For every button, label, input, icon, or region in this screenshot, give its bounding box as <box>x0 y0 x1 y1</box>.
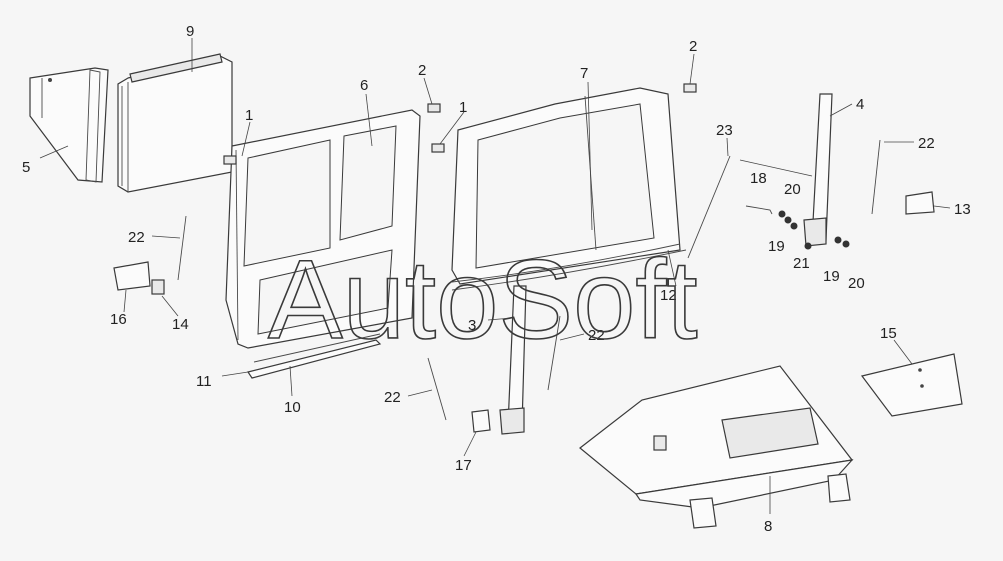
callout-12: 12 <box>660 287 677 304</box>
callout-22: 22 <box>128 229 145 246</box>
part-4-pillar <box>803 93 833 247</box>
callout-8: 8 <box>764 518 772 535</box>
part-6-left-door-frame <box>225 109 421 349</box>
callout-1: 1 <box>459 99 467 116</box>
callout-18: 18 <box>750 170 767 187</box>
fasteners <box>745 205 850 250</box>
leader-lines <box>39 38 951 514</box>
callout-17: 17 <box>455 457 472 474</box>
watermark: AutoSoft <box>268 237 698 362</box>
part-5-side-panel <box>29 67 109 183</box>
callout-13: 13 <box>954 201 971 218</box>
callout-15: 15 <box>880 325 897 342</box>
callout-10: 10 <box>284 399 301 416</box>
callout-3: 3 <box>468 317 476 334</box>
gas-springs <box>177 139 881 421</box>
callout-5: 5 <box>22 159 30 176</box>
callout-23: 23 <box>716 122 733 139</box>
callout-labels: 9 1 2 1 2 6 7 4 5 22 23 18 20 13 22 19 2… <box>22 23 971 535</box>
callout-7: 7 <box>580 65 588 82</box>
part-10-11-strips <box>247 333 382 379</box>
brackets <box>113 191 935 433</box>
callout-22: 22 <box>588 327 605 344</box>
callout-16: 16 <box>110 311 127 328</box>
callout-9: 9 <box>186 23 194 40</box>
callout-22: 22 <box>384 389 401 406</box>
callout-20: 20 <box>784 181 801 198</box>
callout-2: 2 <box>689 38 697 55</box>
callout-21: 21 <box>793 255 810 272</box>
callout-20: 20 <box>848 275 865 292</box>
part-15-plate <box>860 353 963 417</box>
part-8-housing <box>579 365 854 529</box>
callout-19: 19 <box>823 268 840 285</box>
callout-19: 19 <box>768 238 785 255</box>
part-7-front-frame <box>451 87 687 291</box>
callout-2: 2 <box>418 62 426 79</box>
callout-22: 22 <box>918 135 935 152</box>
part-3-pillar <box>499 285 527 435</box>
callout-14: 14 <box>172 316 189 333</box>
callout-4: 4 <box>856 96 864 113</box>
callout-11: 11 <box>196 373 212 390</box>
hinges <box>223 83 697 165</box>
callout-1: 1 <box>245 107 253 124</box>
part-9-rear-panel <box>117 53 233 193</box>
callout-6: 6 <box>360 77 368 94</box>
